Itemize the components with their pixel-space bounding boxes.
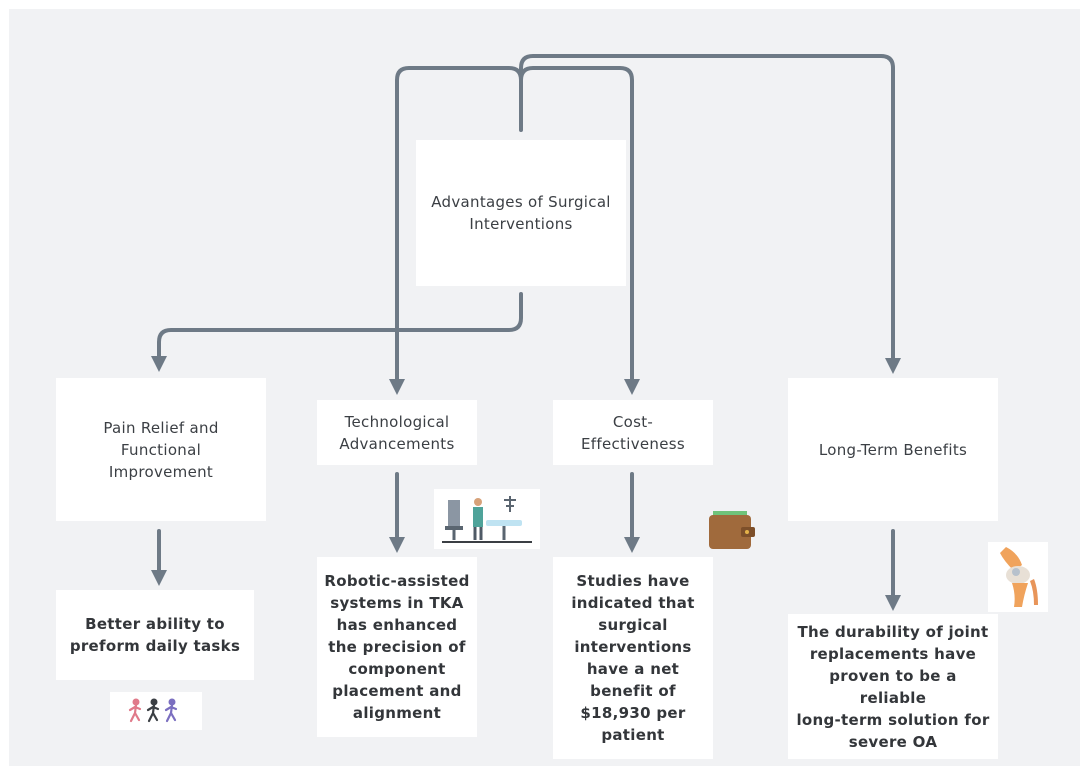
detail-pain-relief-text: Better ability to preform daily tasks [69,615,241,655]
connector-root-to-pain-relief [151,292,523,372]
detail-cost-text: Studies have indicated that surgical int… [571,572,695,744]
branch-cost: Cost- Effectiveness [553,400,713,465]
branch-long-term-label: Long-Term Benefits [818,440,968,459]
branch-pain-relief: Pain Relief and Functional Improvement [56,378,266,521]
runners-icon [110,692,202,730]
branch-long-term: Long-Term Benefits [788,378,998,521]
branch-cost-label: Cost- Effectiveness [581,412,685,453]
branch-technological-label: Technological Advancements [339,412,455,453]
wallet-icon [706,508,758,552]
root-label: Advantages of Surgical Interventions [431,193,611,233]
robotic-surgery-icon [434,489,540,549]
detail-long-term-text: The durability of joint replacements hav… [796,622,990,751]
knee-joint-icon [988,542,1048,612]
detail-technological-text: Robotic-assisted systems in TKA has enha… [324,572,470,722]
root-node: Advantages of Surgical Interventions [416,140,626,286]
connector-root-to-technological [389,66,523,395]
detail-long-term: The durability of joint replacements hav… [788,614,998,759]
detail-pain-relief: Better ability to preform daily tasks [56,590,254,680]
branch-pain-relief-label: Pain Relief and Functional Improvement [103,418,219,481]
detail-cost: Studies have indicated that surgical int… [553,557,713,759]
detail-technological: Robotic-assisted systems in TKA has enha… [317,557,477,737]
connector-root-to-cost [519,66,640,395]
connector-root-to-long-term [519,54,901,374]
branch-technological: Technological Advancements [317,400,477,465]
